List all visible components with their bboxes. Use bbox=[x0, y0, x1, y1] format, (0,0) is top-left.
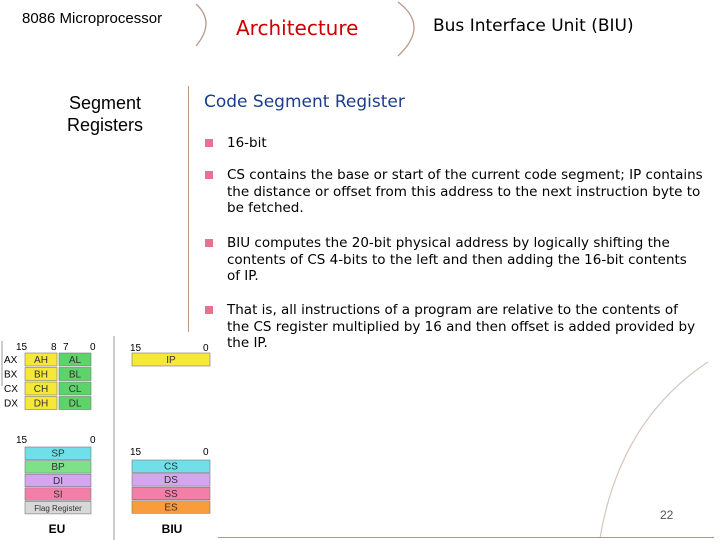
pointer-register-cell bbox=[24, 501, 92, 515]
gp-low-byte-label: CL bbox=[69, 384, 82, 395]
segment-register-label: CS bbox=[164, 462, 178, 473]
ip-register-label: IP bbox=[166, 355, 176, 366]
pointer-register-cell bbox=[24, 446, 92, 460]
segment-register-cell bbox=[131, 500, 211, 514]
gp-low-byte-label: AL bbox=[69, 355, 82, 366]
slide-topic: Architecture bbox=[236, 16, 359, 40]
gp-bit-label: 0 bbox=[90, 342, 96, 353]
corner-curve-decoration bbox=[599, 361, 709, 539]
bullet-text: BIU computes the 20-bit physical address… bbox=[227, 235, 687, 284]
footer-rule bbox=[218, 537, 714, 538]
segment-register-label: ES bbox=[164, 502, 178, 513]
gp-low-byte-cell bbox=[58, 367, 92, 381]
slide-subtopic: Bus Interface Unit (BIU) bbox=[433, 16, 634, 36]
gp-high-byte-label: CH bbox=[34, 384, 48, 395]
gp-bit-label: 8 bbox=[51, 342, 57, 353]
pointer-register-cell bbox=[24, 487, 92, 501]
bullet-text: 16-bit bbox=[227, 135, 267, 151]
bullet-marker bbox=[205, 306, 213, 314]
pointer-register-label: Flag Register bbox=[34, 504, 82, 513]
segment-register-cell bbox=[131, 473, 211, 487]
ptr-bit-label: 15 bbox=[16, 435, 28, 446]
pointer-register-cell bbox=[24, 473, 92, 487]
segment-register-label: DS bbox=[164, 475, 178, 486]
pointer-register-cell bbox=[24, 460, 92, 474]
gp-register-name: AX bbox=[4, 355, 18, 366]
seg-bit-label: 15 bbox=[130, 447, 142, 458]
gp-high-byte-cell bbox=[24, 367, 58, 381]
gp-low-byte-cell bbox=[58, 352, 92, 367]
page-number: 22 bbox=[660, 508, 674, 522]
section-title: Code Segment Register bbox=[204, 92, 405, 112]
segment-register-label: SS bbox=[164, 489, 178, 500]
column-divider bbox=[188, 86, 189, 332]
seg-bit-label: 0 bbox=[203, 447, 209, 458]
bullet-marker bbox=[205, 239, 213, 247]
bullet-text: CS contains the base or start of the cur… bbox=[227, 167, 703, 216]
ip-register bbox=[131, 352, 211, 367]
course-title: 8086 Microprocessor bbox=[22, 10, 163, 27]
bullet-marker bbox=[205, 139, 213, 147]
gp-high-byte-cell bbox=[24, 352, 58, 367]
gp-high-byte-label: BH bbox=[34, 370, 48, 381]
left-column-title: Segment Registers bbox=[66, 93, 144, 135]
gp-high-byte-cell bbox=[24, 396, 58, 410]
ip-bit-label: 15 bbox=[130, 343, 142, 354]
pointer-register-label: DI bbox=[53, 476, 63, 487]
segment-register-cell bbox=[131, 486, 211, 500]
register-diagram: 15 8 7 0 AX AH AL BX BH BL CX CH CL DX DH DL 15 0 I… bbox=[1, 336, 211, 540]
gp-register-name: CX bbox=[4, 384, 18, 395]
bullet-marker bbox=[205, 171, 213, 179]
gp-low-byte-cell bbox=[58, 396, 92, 410]
gp-high-byte-label: DH bbox=[34, 399, 48, 410]
gp-low-byte-cell bbox=[58, 381, 92, 396]
pointer-register-label: SI bbox=[53, 489, 62, 500]
header-curve-decoration bbox=[195, 1, 415, 57]
gp-bit-label: 15 bbox=[16, 342, 28, 353]
ip-bit-label: 0 bbox=[203, 343, 209, 354]
gp-bit-label: 7 bbox=[63, 342, 69, 353]
gp-register-name: DX bbox=[4, 399, 18, 410]
eu-label: EU bbox=[49, 522, 66, 536]
gp-high-byte-cell bbox=[24, 381, 58, 396]
pointer-register-label: SP bbox=[51, 449, 65, 460]
gp-low-byte-label: DL bbox=[69, 399, 82, 410]
ptr-bit-label: 0 bbox=[90, 435, 96, 446]
pointer-register-label: BP bbox=[51, 462, 65, 473]
gp-low-byte-label: BL bbox=[69, 370, 82, 381]
biu-label: BIU bbox=[162, 522, 183, 536]
gp-register-name: BX bbox=[4, 370, 18, 381]
gp-high-byte-label: AH bbox=[34, 355, 48, 366]
segment-register-cell bbox=[131, 459, 211, 473]
bullet-text: That is, all instructions of a program a… bbox=[227, 302, 696, 351]
